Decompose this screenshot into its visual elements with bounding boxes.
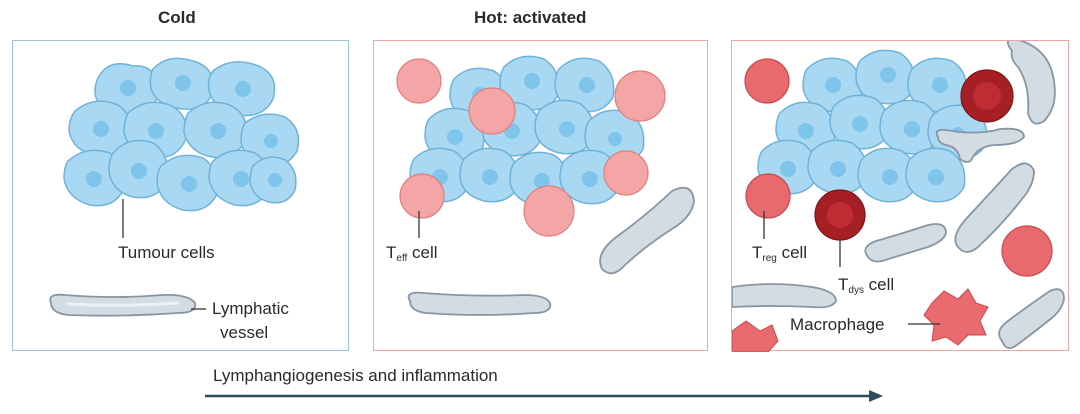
cold-panel-title: Cold xyxy=(158,8,196,27)
lymphatic-vessel xyxy=(954,162,1035,253)
t-eff-cells xyxy=(396,58,666,237)
lymphatic-vessel xyxy=(407,291,552,316)
vessel-label: vessel xyxy=(220,323,269,342)
cold-panel-illustration xyxy=(49,57,300,317)
suppressed-panel: Treg cell Tdys cell Macrophage xyxy=(731,40,1069,352)
macrophage-cells xyxy=(732,288,989,352)
t-eff-label: Teff cell xyxy=(386,243,438,264)
progression-arrow xyxy=(205,390,883,402)
progression-arrow-label: Lymphangiogenesis and inflammation xyxy=(213,366,498,385)
lymphatic-vessel xyxy=(998,288,1065,350)
t-reg-cells xyxy=(744,58,1053,277)
suppressed-panel-illustration xyxy=(732,41,1065,352)
lymphatic-vessel xyxy=(935,127,1025,163)
tumour-cluster xyxy=(63,57,300,212)
lymphatic-vessel xyxy=(1006,41,1056,125)
tumour-cluster xyxy=(757,49,988,203)
t-reg-label: Treg cell xyxy=(752,243,808,264)
lymphatic-label: Lymphatic xyxy=(212,299,289,318)
t-dys-cells xyxy=(814,69,1014,241)
tumour-cluster xyxy=(409,55,645,207)
tumour-cells-label: Tumour cells xyxy=(118,243,215,262)
lymphatic-vessel xyxy=(732,283,837,309)
lymphatic-vessel xyxy=(864,223,947,263)
arrow-head-icon xyxy=(869,390,883,402)
hot-panel-title: Hot: activated xyxy=(474,8,587,27)
lymphatic-vessel xyxy=(599,186,695,275)
hot-panel-illustration xyxy=(396,55,695,316)
cold-panel: Tumour cells Lymphatic vessel xyxy=(12,40,349,351)
t-dys-label: Tdys cell xyxy=(838,275,895,296)
hot-panel: Teff cell xyxy=(373,40,708,351)
macrophage-label: Macrophage xyxy=(790,315,885,334)
